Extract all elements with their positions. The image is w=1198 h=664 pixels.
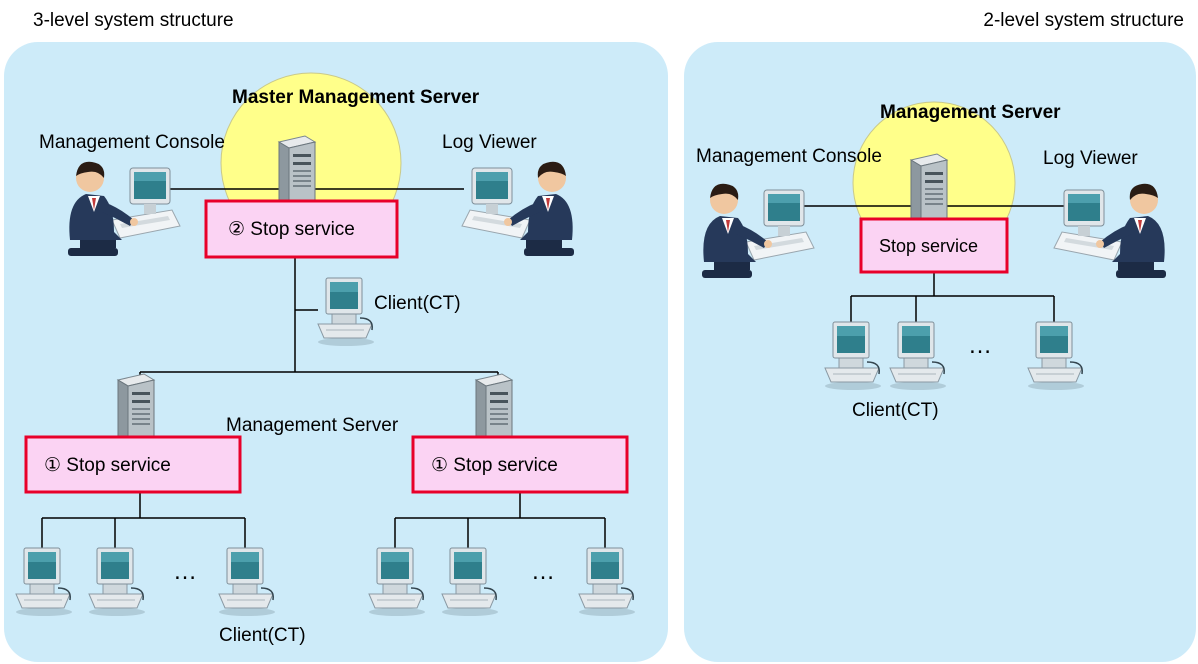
client-label: Client(CT)	[852, 400, 939, 421]
sub-stop-service-right-box	[411, 435, 629, 494]
right-log-viewer-label: Log Viewer	[1043, 148, 1138, 169]
sub-stop-service-right-label: ① Stop service	[431, 455, 558, 476]
server-icon	[910, 153, 948, 225]
sub-server-left-icon	[117, 373, 155, 445]
sub-stop-service-left-label: ① Stop service	[44, 455, 171, 476]
sub-management-server-label: Management Server	[226, 415, 399, 436]
master-management-server-label: Master Management Server	[232, 87, 480, 108]
left-panel-title: 3-level system structure	[33, 10, 234, 31]
master-server-icon	[278, 135, 316, 207]
master-stop-service-box	[204, 199, 399, 259]
right-panel-title: 2-level system structure	[983, 10, 1184, 31]
client-ellipsis: …	[968, 332, 992, 359]
stop-service-label: Stop service	[879, 236, 978, 256]
left-ellipsis: …	[173, 558, 197, 585]
sub-stop-service-left-box	[24, 435, 242, 494]
sub-server-right-icon	[475, 373, 513, 445]
mid-client-label: Client(CT)	[374, 293, 461, 314]
right-management-console-label: Management Console	[696, 146, 882, 167]
right-ellipsis: …	[531, 558, 555, 585]
bottom-client-label: Client(CT)	[219, 625, 306, 646]
left-log-viewer-label: Log Viewer	[442, 132, 537, 153]
stop-service-box	[859, 217, 1009, 274]
master-stop-service-label: ② Stop service	[228, 219, 355, 240]
left-management-console-label: Management Console	[39, 132, 225, 153]
management-server-label: Management Server	[880, 102, 1061, 123]
